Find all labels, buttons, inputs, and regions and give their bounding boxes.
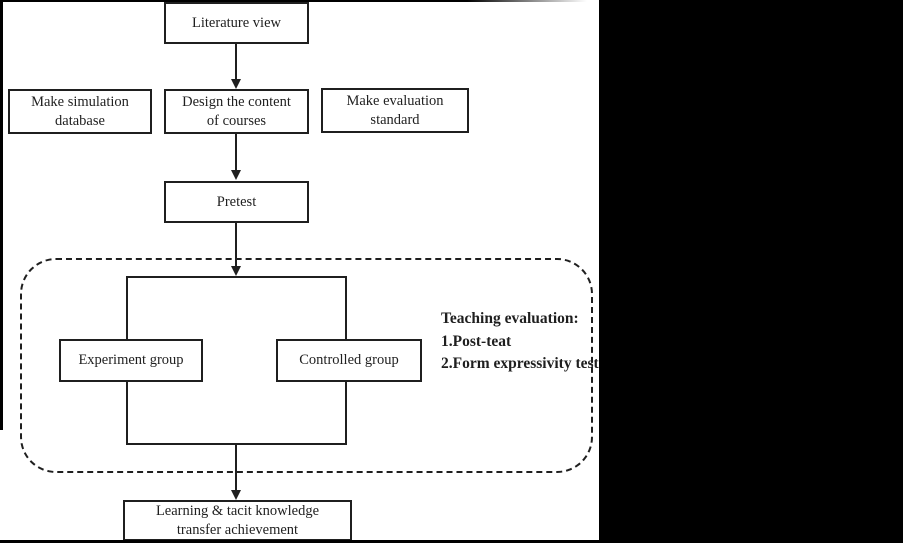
dashed-experiment-frame [20,258,593,473]
arrowhead-pretest-to-groups [231,266,241,276]
arrow-literature-to-design [235,44,237,80]
box-label: Make evaluation standard [346,92,443,130]
box-label-line: Design the content [182,93,291,110]
box-label-line: Make evaluation [346,92,444,109]
arrow-groups-to-achievement [235,445,237,491]
arrowhead-groups-to-achievement [231,490,241,500]
box-label: Make simulation database [31,93,129,131]
box-label-line: standard [370,111,420,128]
arrow-pretest-to-groups [235,223,237,267]
box-pretest: Pretest [164,181,309,223]
box-experiment-group: Experiment group [59,339,203,382]
box-label-line: of courses [206,112,267,129]
scan-edge-left [0,0,3,430]
box-label: Literature view [192,14,281,31]
arrow-design-to-pretest [235,133,237,171]
box-learning-tacit-knowledge: Learning & tacit knowledge transfer achi… [123,500,352,541]
box-controlled-group: Controlled group [276,339,422,382]
box-label-line: transfer achievement [176,521,299,538]
box-design-content-of-courses: Design the content of courses [164,89,309,134]
scan-edge-bottom [0,540,599,543]
box-label: Design the content of courses [182,93,291,131]
scan-edge-top [0,0,599,2]
arrowhead-literature-to-design [231,79,241,89]
arrowhead-design-to-pretest [231,170,241,180]
note-line: 1.Post-teat [441,332,512,350]
box-label-line: database [55,112,105,129]
box-label: Learning & tacit knowledge transfer achi… [156,502,319,540]
box-literature-view: Literature view [164,2,309,44]
box-make-evaluation-standard: Make evaluation standard [321,88,469,133]
box-label-line: Learning & tacit knowledge [155,502,320,519]
box-label: Experiment group [78,352,184,369]
box-label: Controlled group [299,352,399,369]
box-make-simulation-database: Make simulation database [8,89,152,134]
teaching-evaluation-note: Teaching evaluation: 1.Post-teat 2.Form … [441,308,599,376]
note-line: Teaching evaluation: [441,310,579,327]
note-line: 2.Form expressivity test [441,355,599,372]
box-label: Pretest [216,193,257,210]
box-label-line: Make simulation [31,93,129,110]
scan-black-region [599,0,903,543]
